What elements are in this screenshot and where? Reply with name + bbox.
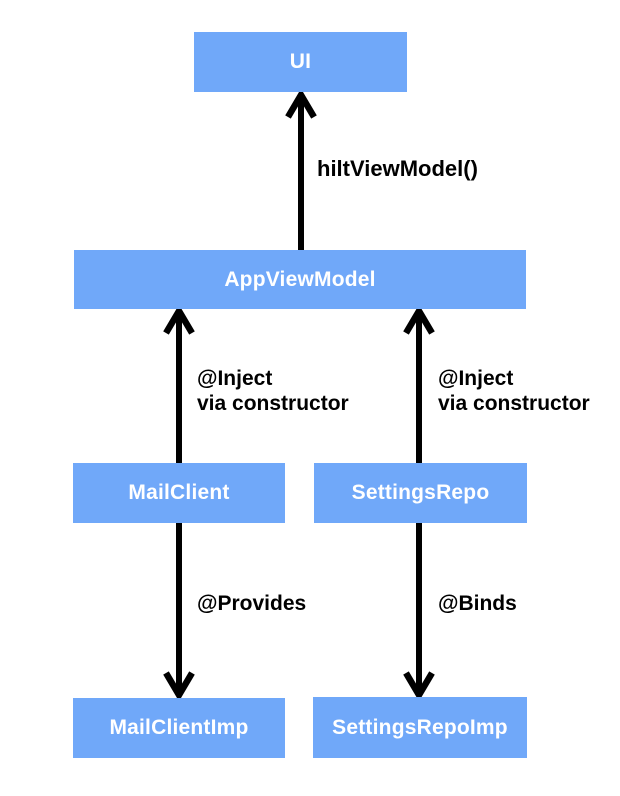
edge-label-binds: @Binds (438, 592, 517, 615)
node-settingsrepoimp-label: SettingsRepoImp (332, 715, 508, 739)
node-ui-label: UI (289, 50, 312, 73)
arrow-up-head-icon (285, 88, 317, 119)
arrow-settingsrepo-to-settingsrepoimp (403, 523, 435, 702)
node-mailclientimp-label: MailClientImp (109, 716, 249, 739)
arrow-up-head-icon (163, 304, 195, 335)
edge-label-hiltviewmodel: hiltViewModel() (317, 156, 478, 181)
arrow-down-head-icon (163, 671, 195, 702)
edge-label-inject-right-line2: via constructor (438, 392, 590, 415)
arrow-mailclient-to-appviewmodel (163, 304, 195, 463)
arrow-appviewmodel-to-ui (285, 88, 317, 250)
node-settingsrepoimp: SettingsRepoImp (313, 697, 527, 758)
node-settingsrepo: SettingsRepo (314, 463, 527, 523)
edge-label-provides: @Provides (197, 592, 307, 615)
node-mailclient: MailClient (73, 463, 285, 523)
arrow-up-head-icon (403, 304, 435, 335)
edge-label-inject-right: @Inject via constructor (438, 366, 590, 416)
node-appviewmodel: AppViewModel (74, 250, 526, 309)
edge-label-inject-left: @Inject via constructor (197, 366, 349, 416)
edge-label-inject-left-line2: via constructor (197, 392, 349, 415)
edge-label-inject-left-line1: @Inject (197, 367, 273, 390)
edge-label-inject-right-line1: @Inject (438, 367, 514, 390)
node-mailclient-label: MailClient (128, 481, 230, 504)
node-mailclientimp: MailClientImp (73, 698, 285, 758)
arrow-mailclient-to-mailclientimp (163, 523, 195, 702)
arrow-settingsrepo-to-appviewmodel (403, 304, 435, 463)
node-ui: UI (194, 32, 407, 92)
node-settingsrepo-label: SettingsRepo (351, 481, 490, 504)
arrow-down-head-icon (403, 671, 435, 702)
node-appviewmodel-label: AppViewModel (224, 267, 376, 291)
